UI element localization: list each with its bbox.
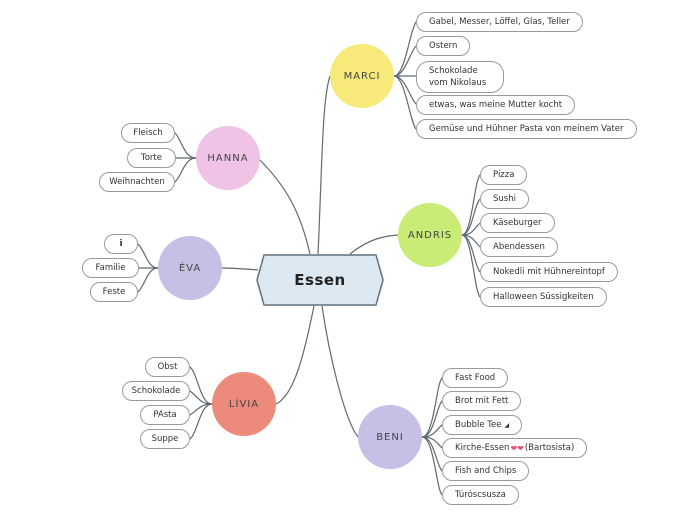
marci-item-4[interactable]: etwas, was meine Mutter kocht — [416, 95, 576, 115]
central-topic-shape — [256, 254, 384, 306]
eva-item-2[interactable]: Familie — [82, 258, 139, 278]
livia-item-3[interactable]: PAsta — [140, 405, 190, 425]
eva-item-1-label: i — [119, 239, 123, 249]
andris-item-2[interactable]: Sushi — [480, 189, 529, 209]
marci-item-2[interactable]: Ostern — [416, 36, 471, 56]
central-topic[interactable]: Essen — [256, 254, 384, 306]
andris-item-6[interactable]: Halloween Süssigkeiten — [480, 287, 607, 307]
topic-eva[interactable]: ÉVA — [158, 236, 222, 300]
hearts-icon: ❤❤ — [510, 443, 524, 453]
topic-andris[interactable]: ANDRIS — [398, 203, 462, 267]
hanna-item-1[interactable]: Fleisch — [121, 123, 175, 143]
beni-item-2[interactable]: Brot mit Fett — [442, 391, 522, 411]
andris-item-4[interactable]: Abendessen — [480, 237, 558, 257]
livia-item-1[interactable]: Obst — [145, 357, 190, 377]
andris-item-5[interactable]: Nokedli mit Hühnereintopf — [480, 262, 618, 282]
hanna-item-2[interactable]: Torte — [127, 148, 176, 168]
topic-beni[interactable]: BENI — [358, 405, 422, 469]
beni-item-4-label: Kirche-Essen — [455, 443, 510, 453]
central-topic-label: Essen — [294, 271, 346, 289]
beni-item-1[interactable]: Fast Food — [442, 368, 509, 388]
topic-livia[interactable]: LÍVIA — [212, 372, 276, 436]
topic-marci-label: MARCI — [343, 70, 381, 82]
topic-marci[interactable]: MARCI — [330, 44, 394, 108]
beni-item-4-note: (Bartosista) — [524, 443, 575, 453]
topic-livia-label: LÍVIA — [228, 398, 260, 410]
eva-item-1[interactable]: i — [104, 234, 138, 254]
topic-andris-label: ANDRIS — [407, 229, 453, 241]
topic-eva-label: ÉVA — [178, 262, 202, 274]
hanna-item-3[interactable]: Weihnachten — [99, 172, 175, 192]
beni-item-4[interactable]: Kirche-Essen❤❤(Bartosista) — [442, 438, 588, 458]
beni-item-3-label: Bubble Tee — [455, 420, 502, 430]
livia-item-4[interactable]: Suppe — [140, 429, 190, 449]
beni-item-6[interactable]: Túróscsusza — [442, 485, 519, 505]
eva-item-3[interactable]: Feste — [90, 282, 138, 302]
marci-item-1[interactable]: Gabel, Messer, Löffel, Glas, Teller — [416, 12, 583, 32]
dropdown-triangle-icon: ◢ — [504, 421, 510, 429]
beni-item-5[interactable]: Fish and Chips — [442, 461, 530, 481]
andris-item-3[interactable]: Käseburger — [480, 213, 555, 233]
livia-item-2[interactable]: Schokolade — [122, 381, 190, 401]
topic-beni-label: BENI — [376, 431, 404, 443]
topic-hanna-label: HANNA — [207, 152, 249, 164]
andris-item-1[interactable]: Pizza — [480, 165, 528, 185]
marci-item-5[interactable]: Gemüse und Hühner Pasta von meinem Vater — [416, 119, 637, 139]
beni-item-3[interactable]: Bubble Tee◢ — [442, 415, 523, 435]
topic-hanna[interactable]: HANNA — [196, 126, 260, 190]
marci-item-3[interactable]: Schokolade vom Nikolaus — [416, 61, 504, 93]
